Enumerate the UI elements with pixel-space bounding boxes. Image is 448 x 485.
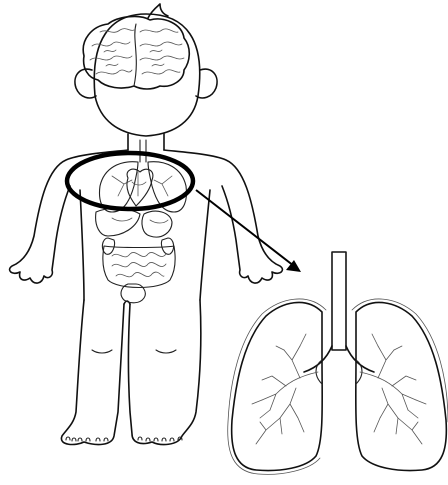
arrow-icon: [196, 190, 301, 272]
lungs-icon: [228, 252, 448, 474]
organs-icon: [96, 140, 187, 303]
brain-icon: [83, 17, 189, 89]
